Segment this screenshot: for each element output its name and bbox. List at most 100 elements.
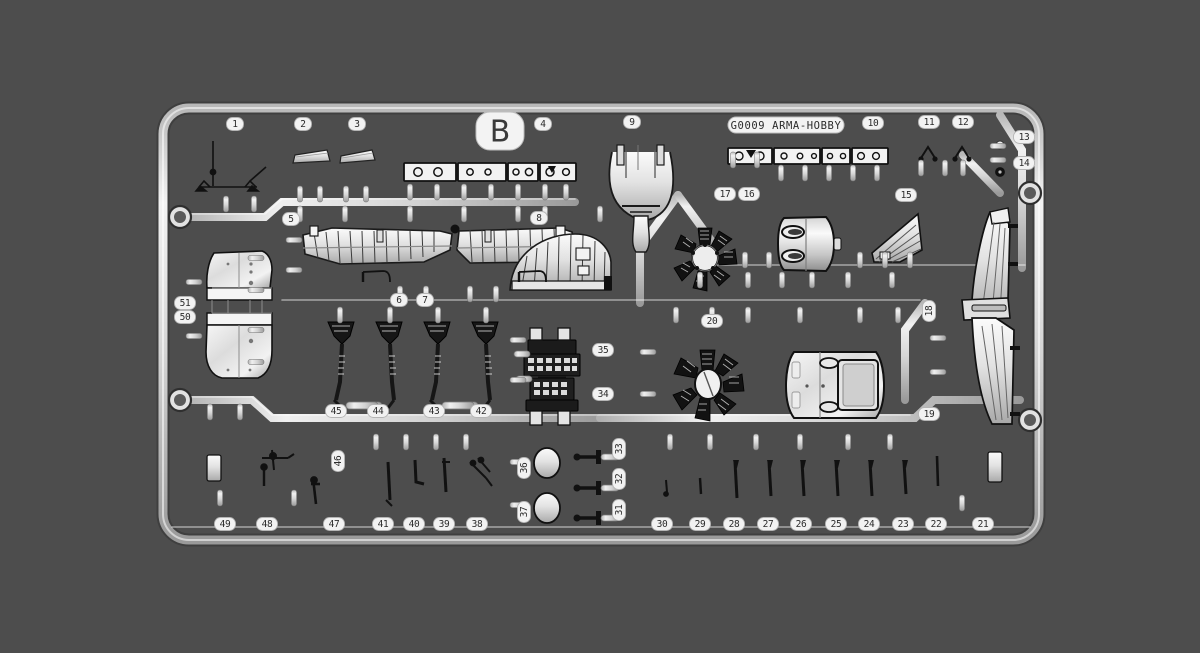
sprue-letter-badge: B [475,111,525,151]
part-number-text: 41 [378,519,389,530]
part-number-4: 4 [534,117,552,131]
brand-badge: G0009 ARMA-HOBBY [727,116,845,134]
part-center-wing-section [509,233,612,291]
part-number-text: 11 [924,117,935,128]
part-number-text: 6 [396,295,402,306]
part-number-text: 40 [409,519,420,530]
part-number-text: 43 [429,406,440,417]
part-panel-strips [403,162,577,182]
part-gear-frame [608,144,675,253]
part-number-8: 8 [530,211,548,225]
part-number-text: 39 [439,519,450,530]
part-number-text: 19 [924,409,935,420]
part-number-text: 46 [333,455,344,466]
part-engine-cowling-upper [776,215,842,273]
part-number-6: 6 [390,293,408,307]
part-left-bottom-small [206,449,320,505]
part-number-text: 33 [614,444,625,455]
part-number-text: 45 [331,406,342,417]
part-number-text: 21 [978,519,989,530]
part-number-28: 28 [723,517,745,531]
part-number-text: 17 [720,189,731,200]
brand-label-text: G0009 ARMA-HOBBY [731,120,842,132]
part-number-text: 22 [931,519,942,530]
part-number-9: 9 [623,115,641,129]
part-number-text: 2 [300,119,305,130]
sprue-letter-text: B [490,115,511,150]
part-number-text: 13 [1019,132,1030,143]
part-number-text: 48 [262,519,273,530]
part-number-text: 7 [422,295,427,306]
part-number-34: 34 [592,387,614,401]
part-number-12: 12 [952,115,974,129]
part-radial-engine-top [673,227,738,292]
part-number-text: 35 [598,345,609,356]
part-number-33: 33 [612,438,626,460]
part-small-block-21 [987,451,1003,483]
part-number-50: 50 [174,310,196,324]
part-number-21: 21 [972,517,994,531]
part-number-17: 17 [714,187,736,201]
part-number-41: 41 [372,517,394,531]
part-number-1: 1 [226,117,244,131]
part-number-text: 10 [868,118,879,129]
part-number-11: 11 [918,115,940,129]
part-number-16: 16 [738,187,760,201]
part-number-text: 1 [232,119,238,130]
part-canopy-fuselage [784,351,886,419]
part-number-40: 40 [403,517,425,531]
part-number-text: 27 [763,519,774,530]
sprue-mount-holes [167,180,1043,433]
part-number-text: 34 [598,389,609,400]
part-number-27: 27 [757,517,779,531]
part-number-text: 3 [354,119,359,130]
part-number-24: 24 [858,517,880,531]
part-number-44: 44 [367,404,389,418]
part-number-30: 30 [651,517,673,531]
part-number-43: 43 [423,404,445,418]
part-number-31: 31 [612,499,626,521]
part-number-text: 36 [519,462,530,473]
part-number-text: 50 [180,312,191,323]
part-number-text: 26 [796,519,807,530]
part-number-text: 12 [958,117,969,128]
part-number-text: 51 [180,298,191,309]
part-number-text: 16 [744,189,755,200]
part-number-29: 29 [689,517,711,531]
part-number-text: 9 [629,117,635,128]
part-number-46: 46 [331,450,345,472]
part-number-2: 2 [294,117,312,131]
part-number-text: 49 [220,519,231,530]
sprue-outer-frame [156,101,1046,547]
part-number-10: 10 [862,116,884,130]
part-number-text: 47 [329,519,340,530]
part-radial-engine-lower [672,349,745,422]
part-wheels [533,447,561,524]
part-number-47: 47 [323,517,345,531]
part-number-text: 4 [540,119,546,130]
part-number-7: 7 [416,293,434,307]
part-number-20: 20 [701,314,723,328]
part-v-brackets [918,145,972,162]
part-number-45: 45 [325,404,347,418]
part-number-32: 32 [612,468,626,490]
part-number-text: 23 [898,519,909,530]
part-number-38: 38 [466,517,488,531]
part-number-19: 19 [918,407,940,421]
part-number-26: 26 [790,517,812,531]
part-number-text: 32 [614,474,625,485]
part-fuselage-halves [205,250,273,379]
part-number-15: 15 [895,188,917,202]
part-number-text: 20 [707,316,718,327]
part-wing-halves [302,224,576,265]
part-number-text: 30 [657,519,668,530]
part-number-36: 36 [517,457,531,479]
part-number-text: 44 [373,406,384,417]
part-panel-strips-right [727,147,889,165]
part-number-48: 48 [256,517,278,531]
part-pin-row [663,455,940,499]
